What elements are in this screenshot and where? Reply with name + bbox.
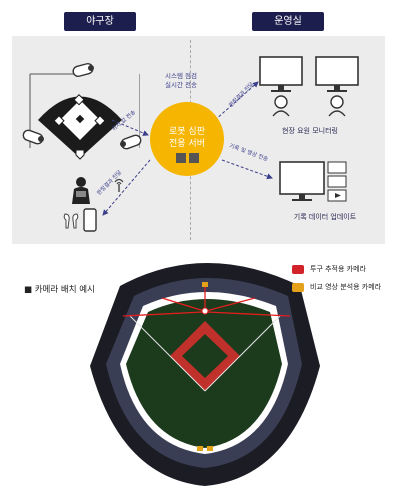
monitor-icon <box>315 56 359 92</box>
camera-section-title: ■ 카메라 배치 예시 <box>24 285 95 295</box>
signal-icon <box>114 178 124 192</box>
umpire-icon <box>72 177 90 204</box>
smartphone-icon <box>83 208 97 232</box>
stadium-diagram <box>90 263 320 486</box>
server-node <box>150 102 224 176</box>
stadium-zone-title: 야구장 <box>64 12 136 31</box>
monitor-icon <box>259 56 303 92</box>
operator-icon <box>328 95 346 117</box>
flow-arrows <box>102 81 273 216</box>
operator-icon <box>272 95 290 117</box>
legend-swatch-pitch-tracking <box>292 265 304 274</box>
camera-icon <box>120 134 142 150</box>
record-monitor-icon <box>279 161 347 202</box>
legend-swatch-comparison <box>292 283 304 292</box>
record-caption: 기록 데이터 업데이트 <box>293 213 357 221</box>
flow-label-system-status: 시스템 점검 실시간 전송 <box>165 72 197 89</box>
server-label-line1: 로봇 심판 <box>169 127 205 137</box>
ops-zone-title: 운영실 <box>252 12 324 31</box>
legend-label-comparison: 비교 영상 분석용 카메라 <box>308 281 384 293</box>
server-icon <box>176 153 199 163</box>
server-label-line2: 전용 서버 <box>169 139 205 149</box>
monitoring-caption: 현장 요원 모니터링 <box>282 127 338 135</box>
legend-label-pitch-tracking: 투구 추적용 카메라 <box>308 263 368 275</box>
earbuds-icon <box>63 213 79 229</box>
camera-icon <box>22 129 44 145</box>
diamond-diagram <box>29 73 140 160</box>
camera-icon <box>72 63 94 77</box>
